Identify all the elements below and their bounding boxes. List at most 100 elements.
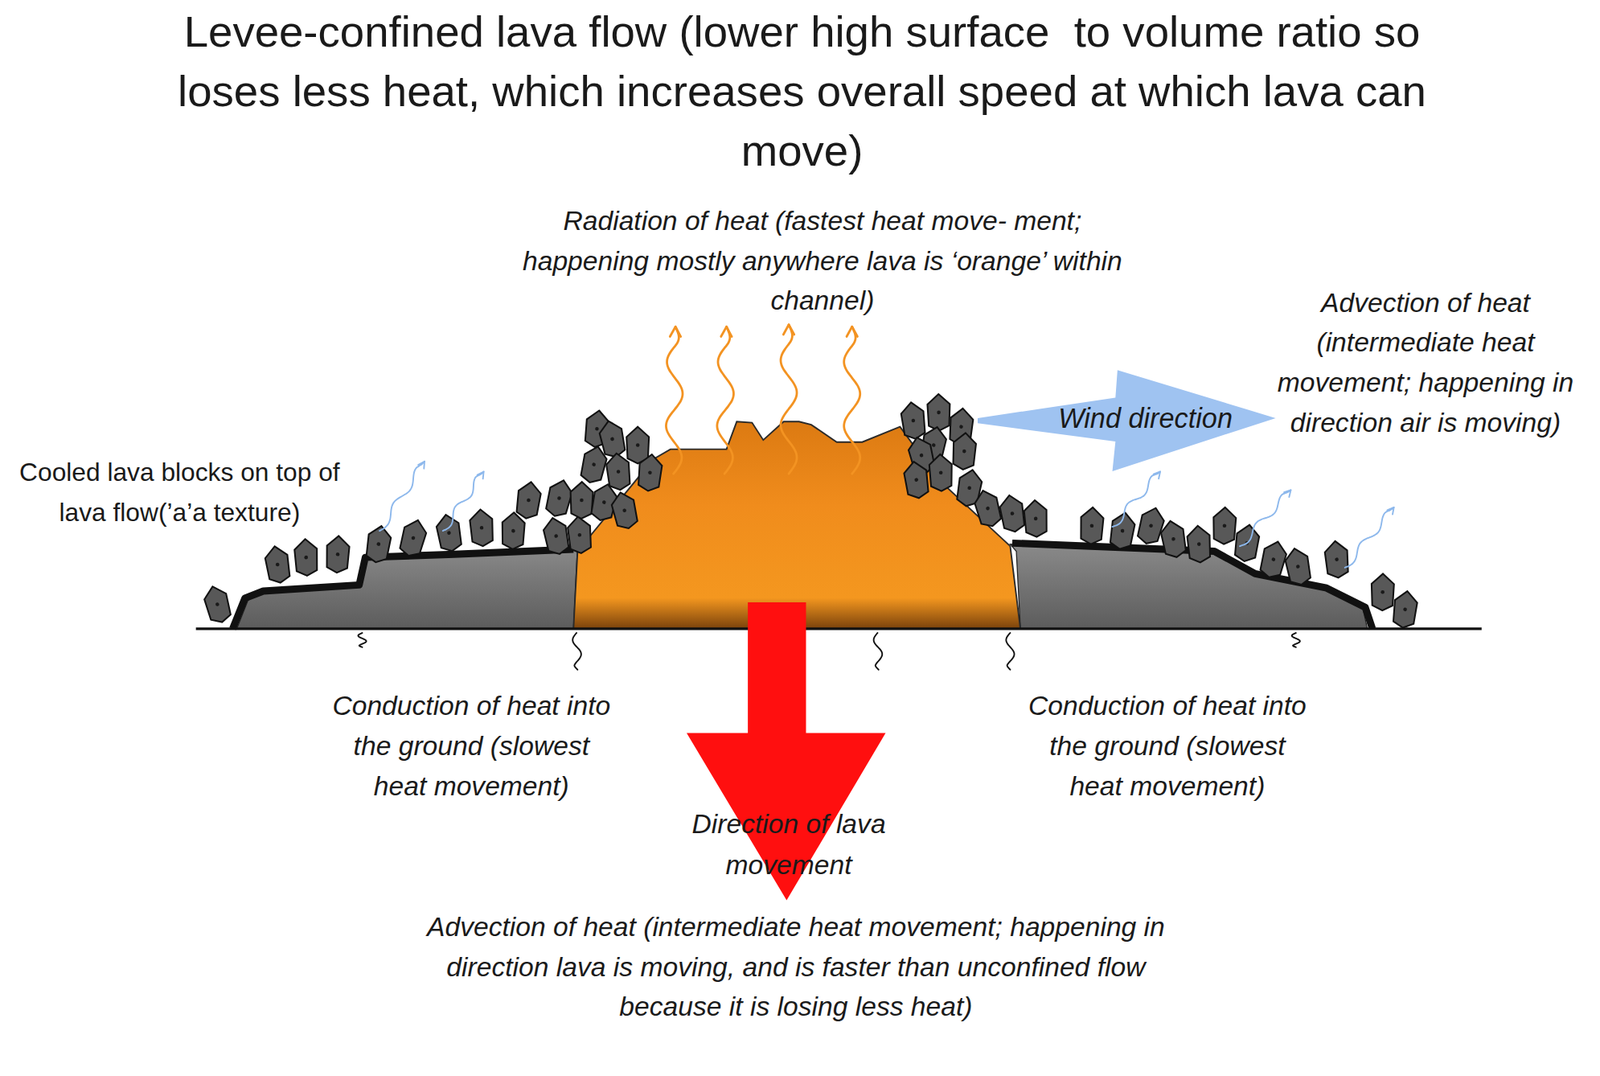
squiggle-line bbox=[357, 632, 366, 648]
block-outline bbox=[570, 481, 594, 519]
squiggle-line bbox=[873, 632, 883, 670]
block-outline bbox=[541, 515, 571, 556]
block-vesicle bbox=[959, 424, 964, 429]
block-vesicle bbox=[918, 452, 924, 458]
block-outline bbox=[1023, 499, 1048, 538]
squiggle-line bbox=[1292, 632, 1301, 648]
block-vesicle bbox=[914, 477, 919, 482]
squiggle-arrowhead bbox=[846, 326, 858, 337]
conduction-squiggle bbox=[572, 632, 582, 670]
conduction-squiggle bbox=[357, 632, 366, 648]
block-vesicle bbox=[616, 469, 621, 474]
squiggle-arrowhead bbox=[1386, 507, 1394, 515]
block-vesicle bbox=[622, 508, 627, 513]
block-vesicle bbox=[1033, 516, 1038, 521]
lava-block bbox=[902, 459, 931, 500]
arrow-fill bbox=[977, 370, 1276, 472]
lava-block bbox=[1023, 499, 1048, 538]
lava-block bbox=[927, 393, 951, 431]
block-vesicle bbox=[939, 470, 944, 475]
lava-block bbox=[1324, 540, 1350, 579]
block-vesicle bbox=[1120, 529, 1125, 534]
block-vesicle bbox=[303, 555, 308, 560]
lava-block bbox=[609, 489, 640, 531]
squiggle-line bbox=[1345, 507, 1395, 568]
block-outline bbox=[1258, 538, 1289, 580]
block-outline bbox=[1212, 506, 1236, 545]
radiation-squiggle bbox=[717, 326, 735, 474]
ground-line bbox=[196, 627, 1482, 630]
air-advection-note: Advection of heat (intermediate heat mov… bbox=[1257, 283, 1595, 444]
lava-block bbox=[397, 516, 430, 558]
squiggle-arrowhead bbox=[1153, 471, 1161, 480]
heat-squiggles bbox=[357, 324, 1394, 670]
lava-block bbox=[570, 481, 594, 519]
squiggle-line bbox=[1005, 632, 1014, 670]
block-outline bbox=[998, 493, 1027, 534]
air-advection-squiggle bbox=[379, 461, 425, 531]
block-outline bbox=[928, 453, 952, 492]
lava-block bbox=[1283, 545, 1313, 587]
lava-block bbox=[364, 524, 393, 564]
lava-block bbox=[514, 480, 542, 520]
squiggle-line bbox=[844, 326, 861, 474]
wind-arrow: Wind direction bbox=[977, 369, 1276, 472]
block-vesicle bbox=[1296, 564, 1301, 569]
block-outline bbox=[325, 535, 350, 574]
squiggle-arrowhead bbox=[669, 326, 681, 337]
block-outline bbox=[597, 418, 628, 460]
squiggle-arrowhead bbox=[783, 324, 794, 335]
block-vesicle bbox=[1403, 607, 1408, 612]
block-outline bbox=[1186, 525, 1212, 564]
lava-block bbox=[501, 512, 526, 550]
squiggle-arrowhead bbox=[418, 461, 425, 469]
block-outline bbox=[469, 508, 495, 548]
lava-block bbox=[1370, 573, 1395, 611]
block-vesicle bbox=[635, 443, 640, 448]
blocks-note: Cooled lava blocks on top of lava flow(’… bbox=[0, 452, 360, 533]
block-vesicle bbox=[410, 535, 416, 541]
block-outline bbox=[501, 512, 526, 550]
block-vesicle bbox=[1090, 523, 1095, 528]
block-vesicle bbox=[1380, 590, 1385, 595]
lava-block bbox=[928, 453, 952, 492]
block-outline bbox=[263, 544, 292, 584]
block-outline bbox=[1324, 540, 1350, 579]
radiation-squiggle bbox=[844, 326, 861, 474]
lava-block bbox=[469, 508, 495, 548]
lava-block bbox=[1186, 525, 1212, 564]
lava-block bbox=[1212, 506, 1236, 545]
lava-block bbox=[263, 544, 292, 584]
block-vesicle bbox=[1222, 523, 1227, 528]
block-vesicle bbox=[275, 562, 280, 567]
block-vesicle bbox=[480, 525, 485, 530]
block-outline bbox=[1108, 510, 1137, 550]
block-vesicle bbox=[648, 470, 653, 475]
air-advection-squiggle bbox=[1239, 489, 1291, 546]
block-vesicle bbox=[594, 426, 599, 431]
block-vesicle bbox=[1009, 511, 1014, 516]
block-outline bbox=[434, 512, 464, 554]
squiggle-line bbox=[1111, 471, 1161, 528]
block-vesicle bbox=[1148, 523, 1154, 529]
block-outline bbox=[927, 393, 951, 431]
lava-block bbox=[636, 453, 664, 493]
block-vesicle bbox=[591, 462, 596, 467]
squiggle-line bbox=[780, 324, 797, 474]
lava-block bbox=[951, 431, 977, 471]
block-outline bbox=[902, 459, 931, 500]
block-vesicle bbox=[557, 496, 563, 501]
air-advection-squiggle bbox=[443, 471, 485, 532]
block-outline bbox=[1079, 506, 1104, 545]
air-advection-squiggle bbox=[1111, 471, 1161, 528]
block-outline bbox=[609, 489, 640, 531]
squiggle-line bbox=[572, 632, 582, 670]
lava-block bbox=[541, 515, 571, 556]
lava-block bbox=[1079, 506, 1104, 545]
block-outline bbox=[1283, 545, 1313, 587]
block-outline bbox=[294, 538, 319, 577]
air-advection-squiggle bbox=[1345, 507, 1395, 568]
block-vesicle bbox=[511, 529, 516, 534]
squiggle-arrowhead bbox=[721, 326, 732, 337]
